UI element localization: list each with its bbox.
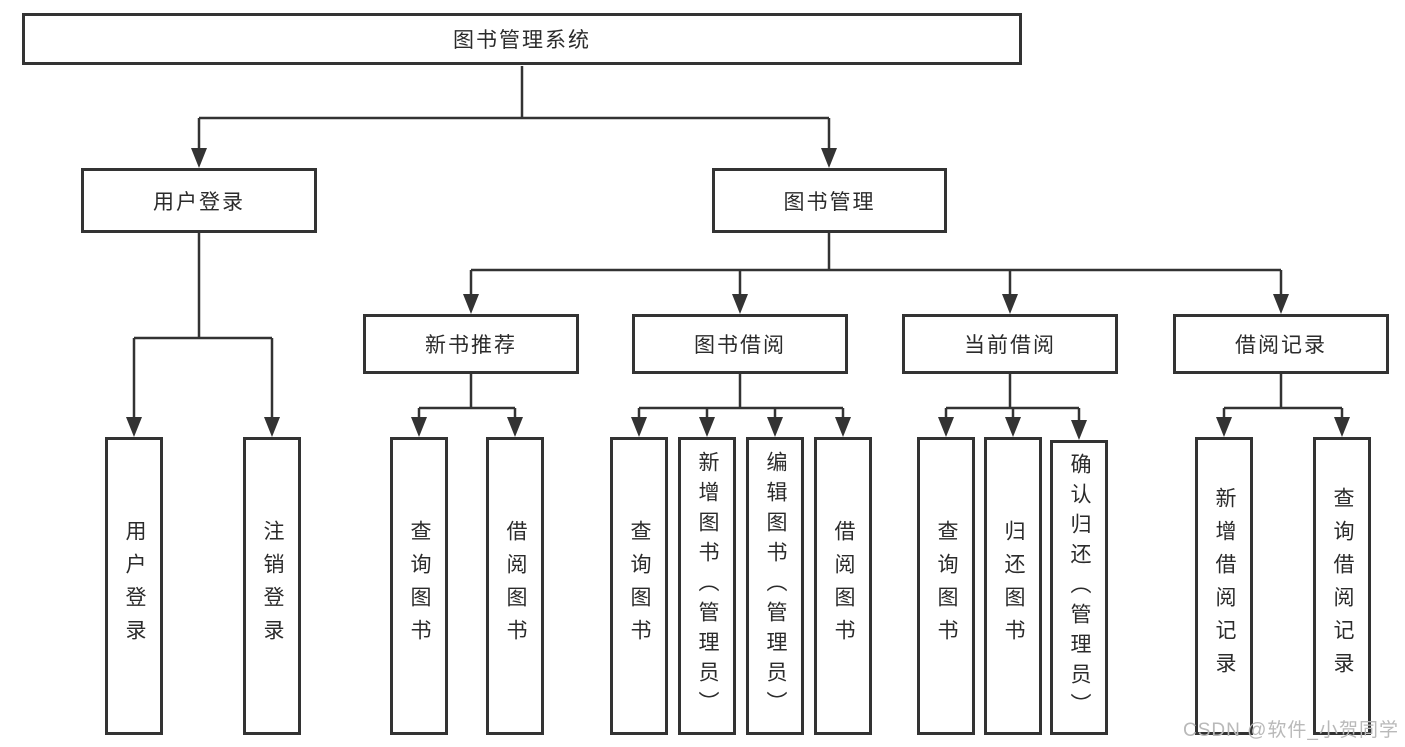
node-library-management-system: 图书管理系统 [22, 13, 1022, 65]
node-add-borrowing-record: 新增借阅记录 [1195, 437, 1253, 735]
arrowhead [264, 417, 280, 437]
edge-borrow-children [637, 374, 845, 419]
node-new-book-recommendation: 新书推荐 [363, 314, 579, 374]
node-login: 用户登录 [105, 437, 163, 735]
node-borrow-books-recommend: 借阅图书 [486, 437, 544, 735]
node-user-login: 用户登录 [81, 168, 317, 233]
node-borrowing-records: 借阅记录 [1173, 314, 1389, 374]
arrowhead [631, 417, 647, 437]
node-query-borrowing-record: 查询借阅记录 [1313, 437, 1371, 735]
arrowhead [1005, 417, 1021, 437]
edge-user-login-children [132, 233, 274, 419]
edge-new-book-children [417, 374, 517, 419]
arrowhead [463, 294, 479, 314]
node-book-borrowing: 图书借阅 [632, 314, 848, 374]
node-current-borrowing: 当前借阅 [902, 314, 1118, 374]
node-confirm-return-admin: 确认归还（管理员） [1050, 440, 1108, 735]
arrowhead [732, 294, 748, 314]
arrowhead [126, 417, 142, 437]
arrowhead [938, 417, 954, 437]
csdn-watermark: CSDN @软件_小贺同学 [1183, 720, 1399, 741]
arrowhead [1216, 417, 1232, 437]
edge-current-children [944, 374, 1081, 422]
edge-root-to-level1 [197, 66, 831, 150]
node-book-management: 图书管理 [712, 168, 947, 233]
arrowhead [821, 148, 837, 168]
arrowhead [411, 417, 427, 437]
arrowhead [1334, 417, 1350, 437]
arrowhead [1273, 294, 1289, 314]
arrowhead [699, 417, 715, 437]
edge-records-children [1222, 374, 1344, 419]
arrowhead [835, 417, 851, 437]
arrowhead [1071, 420, 1087, 440]
node-return-books: 归还图书 [984, 437, 1042, 735]
arrowheads [126, 148, 1350, 440]
node-edit-book-admin: 编辑图书（管理员） [746, 437, 804, 735]
node-logout: 注销登录 [243, 437, 301, 735]
arrowhead [767, 417, 783, 437]
arrowhead [191, 148, 207, 168]
arrowhead [507, 417, 523, 437]
arrowhead [1002, 294, 1018, 314]
edge-book-mgmt-children [469, 233, 1283, 296]
node-query-books-borrowing: 查询图书 [610, 437, 668, 735]
node-query-books-recommend: 查询图书 [390, 437, 448, 735]
node-query-books-current: 查询图书 [917, 437, 975, 735]
node-borrow-books-borrowing: 借阅图书 [814, 437, 872, 735]
node-add-book-admin: 新增图书（管理员） [678, 437, 736, 735]
